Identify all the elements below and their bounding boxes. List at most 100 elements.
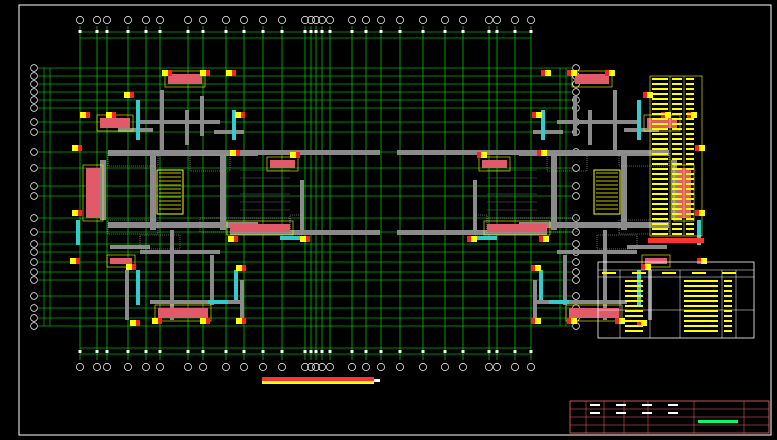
right-cap-red-15: [537, 150, 541, 156]
left-wall-3: [150, 150, 156, 230]
schedule-row-a-17: [652, 158, 668, 160]
right-wall-15: [533, 280, 537, 320]
schedule-row-c-28: [686, 213, 694, 215]
right-wall-6: [557, 120, 637, 124]
axis-bubble-left-7: [30, 118, 38, 126]
axis-bubble-bottom-11: [259, 363, 267, 371]
dim-tick-bottom-27: [513, 350, 517, 353]
axis-bubble-bottom-21: [396, 363, 404, 371]
table-cell-c-8: [724, 315, 732, 317]
right-cap-red-19: [467, 236, 471, 242]
title-block-label-3: [642, 404, 652, 406]
schedule-row-b-27: [672, 208, 682, 210]
schedule-row-a-15: [652, 148, 668, 150]
left-wall-1: [108, 150, 258, 156]
axis-bubble-right-14: [572, 228, 580, 236]
left-boundary-1: [136, 100, 140, 140]
axis-bubble-bottom-8: [199, 363, 207, 371]
schedule-row-a-7: [652, 108, 668, 110]
axis-bubble-left-17: [30, 258, 38, 266]
schedule-row-b-1: [672, 78, 682, 80]
dim-tick-bottom-3: [105, 350, 109, 353]
schedule-row-c-13: [686, 138, 694, 140]
dim-tick-bottom-9: [224, 350, 228, 353]
schedule-row-b-10: [672, 123, 682, 125]
schedule-row-b-20: [672, 173, 682, 175]
schedule-row-c-7: [686, 108, 694, 110]
title-block-drawing-title: [694, 405, 742, 413]
schedule-row-c-12: [686, 133, 694, 135]
schedule-row-a-23: [652, 188, 668, 190]
right-wall-18: [588, 110, 592, 145]
dim-tick-bottom-6: [158, 350, 162, 353]
dim-tick-bottom-21: [398, 350, 402, 353]
schedule-row-a-10: [652, 123, 668, 125]
axis-bubble-left-20: [30, 292, 38, 300]
right-wall-20: [624, 128, 659, 132]
right-boundary-4: [637, 270, 641, 305]
title-block: [569, 400, 770, 434]
right-wall-column-1: [575, 74, 609, 84]
left-cap-yellow-13: [236, 318, 242, 324]
schedule-row-c-23: [686, 188, 694, 190]
right-cap-yellow-9: [645, 264, 651, 270]
schedule-row-b-9: [672, 118, 682, 120]
left-cap-red-4: [86, 112, 90, 118]
right-cap-red-12: [567, 318, 571, 324]
schedule-row-c-27: [686, 208, 694, 210]
left-cap-red-9: [132, 264, 136, 270]
axis-bubble-left-3: [30, 80, 38, 88]
right-cap-red-8: [697, 258, 701, 264]
schedule-row-b-29: [672, 218, 682, 220]
left-wall-column-1: [168, 74, 202, 84]
axis-bubble-bottom-19: [362, 363, 370, 371]
axis-bubble-bottom-22: [419, 363, 427, 371]
dim-tick-top-8: [201, 30, 205, 33]
schedule-row-c-29: [686, 218, 694, 220]
schedule-row-a-32: [652, 233, 668, 235]
axis-bubble-bottom-13: [301, 363, 309, 371]
left-wall-20: [118, 128, 153, 132]
schedule-row-c-15: [686, 148, 694, 150]
axis-bubble-bottom-14: [307, 363, 315, 371]
axis-bubble-top-12: [278, 16, 286, 24]
schedule-row-a-13: [652, 138, 668, 140]
dim-tick-bottom-4: [126, 350, 130, 353]
schedule-row-a-25: [652, 198, 668, 200]
right-hatch-5: [596, 234, 638, 250]
left-wall-column-frame-6: [266, 156, 299, 172]
axis-bubble-left-11: [30, 182, 38, 190]
dim-tick-top-26: [495, 30, 499, 33]
axis-bubble-top-17: [326, 16, 334, 24]
left-wall-9: [170, 230, 174, 320]
schedule-row-b-30: [672, 223, 682, 225]
schedule-row-b-32: [672, 233, 682, 235]
table-cell-b-5: [684, 300, 718, 302]
axis-bubble-left-4: [30, 88, 38, 96]
axis-bubble-top-16: [318, 16, 326, 24]
dim-tick-top-17: [328, 30, 332, 33]
dim-tick-top-13: [303, 30, 307, 33]
table-cell-c-11: [724, 330, 732, 332]
schedule-row-a-24: [652, 193, 668, 195]
left-wall-19: [210, 255, 214, 305]
left-cap-red-10: [136, 320, 140, 326]
table-frame: [597, 261, 755, 339]
axis-bubble-top-25: [485, 16, 493, 24]
schedule-row-a-4: [652, 93, 668, 95]
schedule-row-c-17: [686, 158, 694, 160]
table-cell-c-6: [724, 305, 732, 307]
dim-tick-bottom-11: [261, 350, 265, 353]
dim-tick-bottom-28: [529, 350, 533, 353]
schedule-row-c-21: [686, 178, 694, 180]
schedule-row-a-5: [652, 98, 668, 100]
wall-column-table-title: [600, 262, 752, 270]
left-cap-yellow-8: [70, 258, 76, 264]
left-cap-yellow-9: [126, 264, 132, 270]
dim-tick-top-10: [242, 30, 246, 33]
axis-bubble-bottom-1: [76, 363, 84, 371]
right-wall-column-7: [645, 258, 667, 264]
left-cap-yellow-16: [290, 152, 296, 158]
left-cap-yellow-14: [236, 265, 242, 271]
table-cell-c-1: [724, 280, 732, 282]
